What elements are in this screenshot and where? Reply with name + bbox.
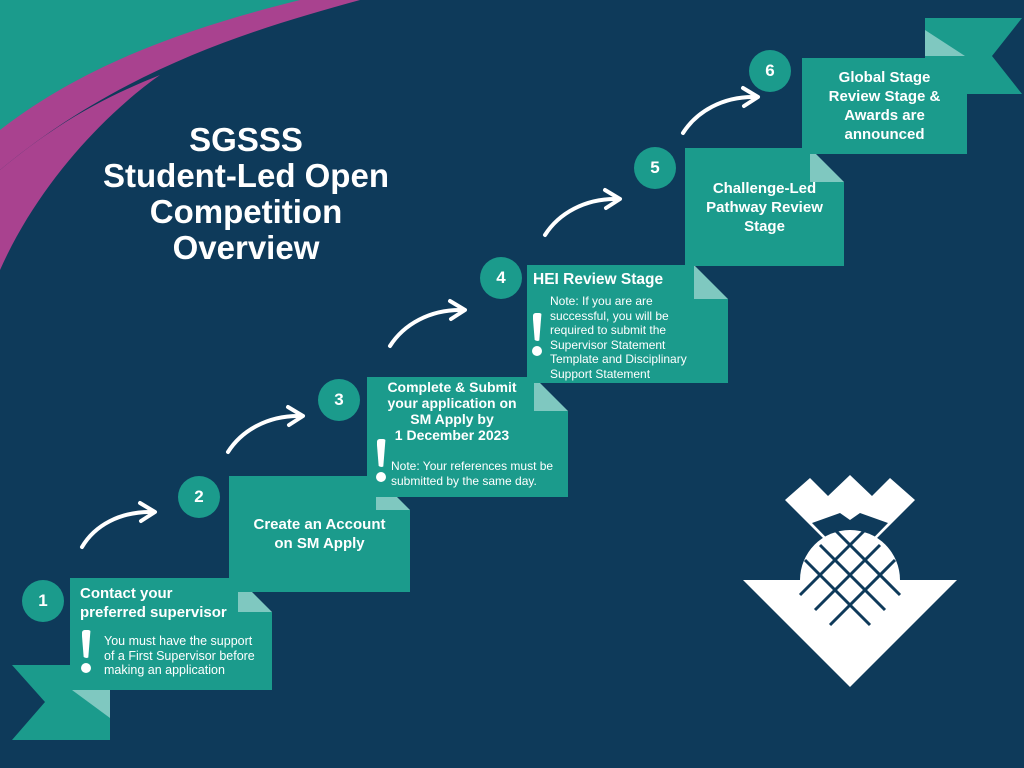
step-5-number: 5 — [634, 147, 676, 189]
step-3-number: 3 — [318, 379, 360, 421]
step-4-card: HEI Review Stage Note: If you are are su… — [527, 265, 728, 383]
heading-line: Awards are — [844, 107, 925, 124]
heading-line: Contact your — [80, 585, 173, 602]
curved-arrow-icon — [388, 299, 467, 348]
title-line: Student-Led Open — [103, 157, 389, 194]
card-fold — [694, 265, 728, 299]
teal-swoosh — [0, 0, 300, 130]
heading-line: Review Stage & — [828, 88, 941, 105]
exclamation-icon — [80, 630, 92, 673]
step-1-number: 1 — [22, 580, 64, 622]
step-4-heading: HEI Review Stage — [533, 271, 664, 288]
note-line: of a First Supervisor before — [104, 648, 255, 663]
step-6-card: Global Stage Review Stage & Awards are a… — [802, 58, 967, 154]
heading-line: Challenge-Led — [712, 179, 817, 197]
heading-line: Global Stage — [838, 69, 931, 86]
step-6-number: 6 — [749, 50, 791, 92]
curved-arrow-icon — [226, 405, 305, 454]
step-2-card: Create an Account on SM Apply — [229, 476, 410, 592]
note-line: successful, you will be — [550, 308, 669, 323]
curved-arrow-icon — [681, 86, 760, 135]
note-line: Note: Your references must be — [391, 459, 554, 473]
note-line: Template and Disciplinary — [550, 352, 687, 366]
note-line: Support Statement — [550, 366, 651, 381]
note-line: required to submit the — [550, 323, 667, 337]
step-2-heading: Create an Account on SM Apply — [254, 515, 386, 553]
step-5-heading: Challenge-Led Pathway Review Stage — [706, 179, 823, 236]
heading-line: preferred supervisor — [80, 604, 227, 621]
heading-line: announced — [844, 126, 925, 143]
title-line: Overview — [172, 229, 320, 266]
heading-line: 1 December 2023 — [394, 427, 510, 443]
heading-line: SM Apply by — [410, 411, 494, 427]
step-3-note: Note: Your references must be submitted … — [391, 459, 553, 488]
step-1-card: Contact your preferred supervisor You mu… — [70, 578, 272, 690]
thistle-logo-icon — [743, 475, 957, 687]
step-3-card: Complete & Submit your application on SM… — [367, 377, 568, 497]
magenta-curve-tail — [0, 75, 160, 270]
step-5-card: Challenge-Led Pathway Review Stage — [685, 148, 844, 266]
note-line: Note: If you are are — [550, 294, 653, 308]
note-line: making an application — [104, 663, 225, 677]
note-line: Supervisor Statement — [550, 337, 666, 352]
step-6-heading: Global Stage Review Stage & Awards are a… — [829, 68, 941, 144]
step-2-number: 2 — [178, 476, 220, 518]
step-4-number: 4 — [480, 257, 522, 299]
step-1-heading: Contact your preferred supervisor — [80, 584, 227, 622]
curved-arrow-icon — [80, 501, 157, 549]
heading-line: your application on — [387, 395, 517, 411]
note-line: You must have the support — [104, 634, 253, 648]
title-line: SGSSS — [189, 121, 303, 158]
heading-line: Create an Account — [253, 516, 386, 533]
step-3-heading: Complete & Submit your application on SM… — [367, 379, 537, 443]
step-1-note: You must have the support of a First Sup… — [104, 634, 255, 678]
heading-line: on SM Apply — [274, 535, 365, 552]
exclamation-icon — [375, 439, 387, 482]
heading-line: Pathway Review — [706, 198, 823, 216]
heading-line: Stage — [744, 217, 785, 235]
heading-line: Complete & Submit — [387, 379, 517, 395]
title-line: Competition — [149, 193, 343, 230]
step-4-note: Note: If you are are successful, you wil… — [550, 294, 687, 381]
page-title: SGSSS Student-Led Open Competition Overv… — [60, 122, 432, 266]
curved-arrow-icon — [543, 188, 622, 237]
exclamation-icon — [531, 313, 543, 356]
note-line: submitted by the same day. — [391, 473, 537, 488]
